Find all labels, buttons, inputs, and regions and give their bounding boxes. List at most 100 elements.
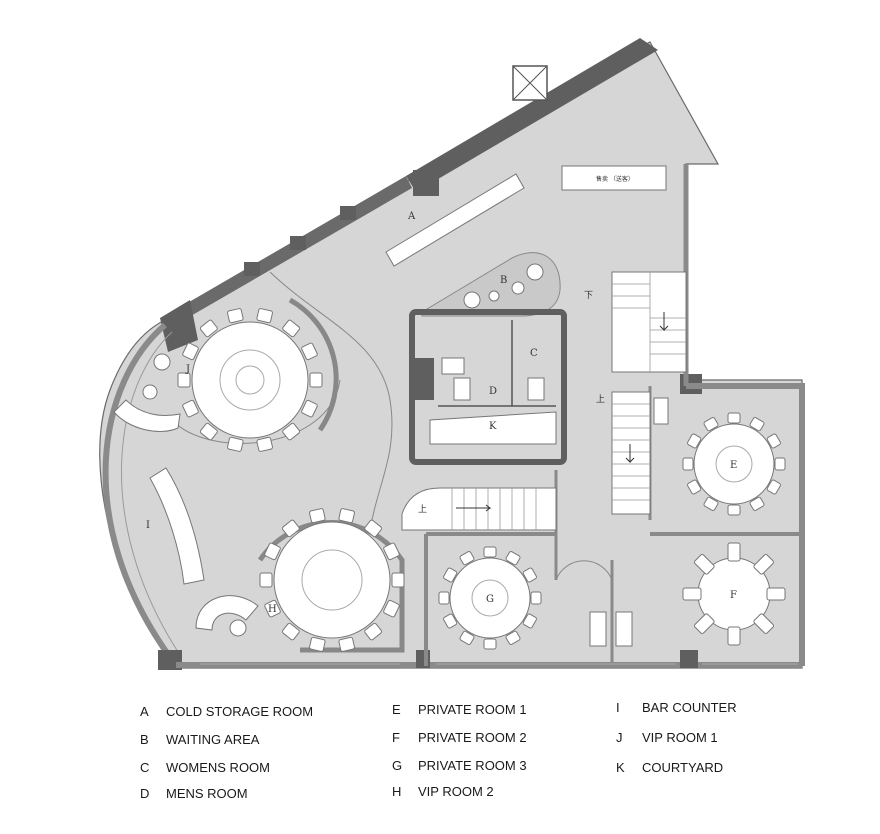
chair <box>227 436 244 452</box>
west-curved-wall <box>102 322 175 662</box>
wall-column <box>244 262 260 276</box>
chair <box>703 496 719 511</box>
chair <box>438 591 450 605</box>
chair <box>703 417 719 432</box>
chair <box>177 372 191 388</box>
chair <box>727 412 741 424</box>
counter-note: 售卖 （送客） <box>596 175 634 183</box>
chair <box>766 479 781 495</box>
chair <box>753 613 774 634</box>
chair <box>199 422 218 441</box>
chair <box>182 399 199 418</box>
stair-up-label: 上 <box>596 394 605 405</box>
staircase-upper <box>611 271 687 373</box>
chair <box>256 436 273 452</box>
sales-counter <box>561 165 667 191</box>
chair <box>383 542 400 561</box>
room-label-a: A <box>407 211 416 222</box>
chair <box>182 342 199 361</box>
chair <box>338 636 355 652</box>
staircase-middle <box>401 487 557 531</box>
private-room-2: F <box>682 542 786 646</box>
room-label-d: D <box>489 386 497 397</box>
room-label-f: F <box>730 590 737 601</box>
stair-down-label: 下 <box>584 291 593 301</box>
chair <box>727 542 741 562</box>
chair <box>301 399 318 418</box>
chair <box>687 479 702 495</box>
exterior-wall-diagonal <box>406 38 658 192</box>
chair <box>264 599 281 618</box>
staircase-lower <box>611 391 651 515</box>
chair <box>694 613 715 634</box>
chair <box>530 591 542 605</box>
chair <box>766 587 786 601</box>
waiting-area <box>421 252 561 317</box>
chair <box>505 630 521 645</box>
counter-a <box>385 173 525 267</box>
room-label-g: G <box>486 594 494 605</box>
bar-counter <box>149 467 205 585</box>
wall-column <box>413 170 439 196</box>
chair <box>309 636 326 652</box>
chair <box>259 572 273 588</box>
chair <box>522 567 537 583</box>
chair <box>522 613 537 629</box>
chair <box>281 519 300 538</box>
chair <box>264 542 281 561</box>
chair <box>459 551 475 566</box>
chair <box>459 630 475 645</box>
chair <box>749 417 765 432</box>
south-wall <box>176 662 802 668</box>
wall-column <box>290 236 306 250</box>
room-label-h: H <box>268 604 277 615</box>
chair <box>753 554 774 575</box>
chair <box>301 342 318 361</box>
chair <box>774 457 786 471</box>
room-label-k: K <box>489 421 497 432</box>
chair <box>483 546 497 558</box>
chair <box>282 422 301 441</box>
chair <box>256 308 273 324</box>
chair <box>309 508 326 524</box>
chair <box>383 599 400 618</box>
chair <box>309 372 323 388</box>
room-label-i: I <box>146 520 150 531</box>
chair <box>443 613 458 629</box>
chair <box>749 496 765 511</box>
vip-room-1: J <box>113 297 339 452</box>
chair <box>687 433 702 449</box>
chair <box>227 308 244 324</box>
wall-corner <box>160 300 198 352</box>
chair <box>483 638 497 650</box>
stair-up-label-2: 上 <box>418 504 427 515</box>
wall-column <box>340 206 356 220</box>
chair <box>391 572 405 588</box>
private-room-3: G <box>438 546 542 650</box>
chair <box>766 433 781 449</box>
floor-plan: A 售卖 （送客） B C D K 下 上 <box>99 38 805 670</box>
chair <box>443 567 458 583</box>
chair <box>364 622 383 641</box>
vip-room-2: H <box>195 508 405 653</box>
chair <box>505 551 521 566</box>
chair <box>727 626 741 646</box>
chair <box>338 508 355 524</box>
chair <box>727 504 741 516</box>
chair <box>364 519 383 538</box>
chair <box>282 319 301 338</box>
chair <box>281 622 300 641</box>
courtyard <box>429 411 557 445</box>
room-label-b: B <box>500 275 507 286</box>
room-label-e: E <box>730 460 737 471</box>
chair <box>694 554 715 575</box>
